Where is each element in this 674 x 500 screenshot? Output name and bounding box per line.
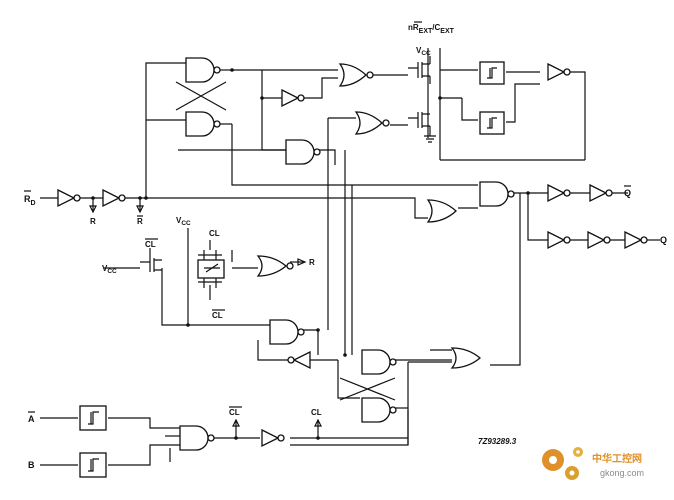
watermark-brand: 中华工控网 [592,452,642,465]
label-input-b: B [28,460,35,470]
label-r-1: R [90,217,96,226]
gates [57,57,648,478]
nand-gate [185,111,215,137]
inverter [547,230,566,250]
label-input-a: A [28,414,35,424]
nand-gate [479,181,509,207]
nor-gate [354,111,383,135]
watermark-url: gkong.com [600,468,644,478]
label-r-2: R [137,217,143,226]
label-cl-out: CL [311,408,322,417]
nor-gate [338,63,367,87]
label-vcc-top: VCC [416,46,431,57]
label-rd: RD [24,194,36,207]
label-r-gate: R [309,258,315,267]
label-cl-bar-bottom: CL [212,311,223,320]
or-gate [426,199,457,223]
inverter [261,428,280,448]
label-next-cext: nREXT/CEXT [408,23,455,35]
nand-gate [185,57,215,83]
watermark: 中华工控网 gkong.com [542,447,644,480]
gear-icon [542,447,583,480]
label-q-bar: Q [624,188,631,198]
wiring [40,48,660,466]
inverter [547,62,566,82]
arrows [89,205,322,427]
label-cl-bar-left: CL [145,240,156,249]
label-cl-top: CL [209,229,220,238]
nand-gate [269,319,299,345]
junctions [91,68,530,440]
nand-gate [361,397,391,423]
nand-gate [285,139,315,165]
inverter [292,350,311,370]
labels: RD R R R nREXT/CEXT VCC VCC VCC CL CL CL… [24,21,667,470]
label-vcc-left: VCC [102,264,117,275]
nand-gate [361,349,391,375]
reference-code: 7Z93289.3 [478,437,517,446]
transistors [140,56,436,288]
nor-gate [256,255,288,277]
inverter [102,188,121,208]
or-gate [450,347,482,369]
label-vcc-mid: VCC [176,216,191,227]
inverter [589,183,608,203]
label-q: Q [660,235,667,245]
inverter [587,230,606,250]
nand-gate [179,425,209,451]
inverter [281,88,300,108]
inverter [624,230,643,250]
inverter [547,183,566,203]
label-cl-bar-out: CL [229,408,240,417]
inverter [57,188,76,208]
